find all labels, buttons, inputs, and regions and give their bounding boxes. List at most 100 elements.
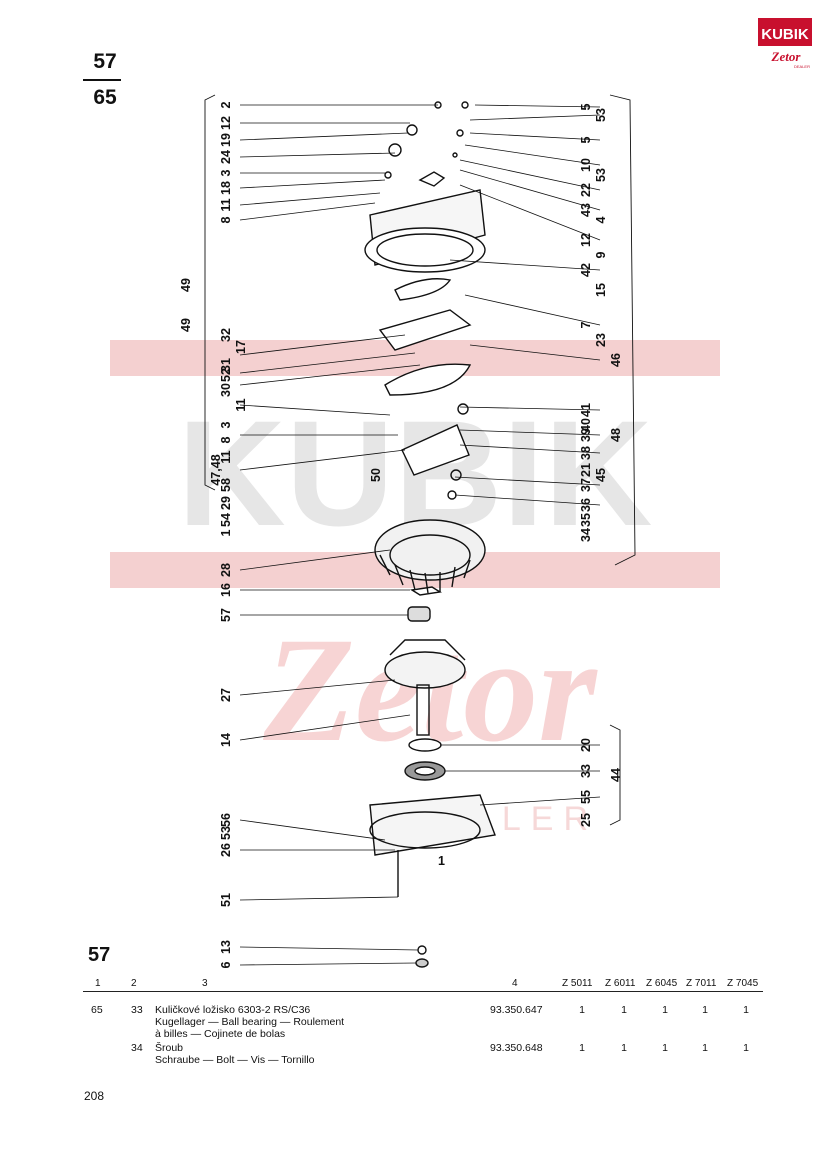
logo-brand: Zetor — [771, 49, 802, 64]
callout-label: 1 — [438, 854, 445, 868]
callout-left-5: 18 — [219, 181, 233, 195]
row1-part-number: 93.350.647 — [490, 1004, 543, 1016]
row1-qty-z7045: 1 — [743, 1004, 749, 1016]
callout-left-18: 58 — [219, 478, 233, 492]
fraction-divider — [83, 79, 121, 81]
callout-right-2: 5 — [579, 136, 593, 143]
row1-description-line1: Kuličkové ložisko 6303-2 RS/C36 — [155, 1004, 311, 1016]
row2-part-number: 93.350.648 — [490, 1042, 543, 1054]
callout-right-7: 4 — [594, 216, 608, 223]
callout-right-15: 41 — [579, 403, 593, 417]
callout-left-26: 16 — [219, 583, 233, 597]
callout-right-4: 53 — [594, 168, 608, 182]
callout-left-28: 27 — [219, 688, 233, 702]
col-header-1: 1 — [95, 978, 101, 989]
callout-right-3: 10 — [579, 158, 593, 172]
row2-description-line2: Schraube — Bolt — Vis — Tornillo — [155, 1054, 315, 1066]
row1-qty-z6011: 1 — [621, 1004, 627, 1016]
callout-left-35: 6 — [219, 961, 233, 968]
callout-left-29: 14 — [219, 733, 233, 747]
callout-right-25: 34 — [579, 528, 593, 542]
callout-right-13: 23 — [594, 333, 608, 347]
callout-left-2: 19 — [219, 133, 233, 147]
row2-qty-z6045: 1 — [662, 1042, 668, 1054]
callout-right-1: 53 — [594, 108, 608, 122]
callout-right-24: 35 — [579, 513, 593, 527]
logo-word: KUBIK — [761, 26, 809, 43]
callout-left-12: 30 — [219, 383, 233, 397]
kubik-zetor-logo: KUBIK Zetor DEALER — [756, 14, 814, 70]
callout-right-29: 25 — [579, 813, 593, 827]
col-header-z5011: Z 5011 — [562, 978, 593, 989]
section-fraction-top: 57 — [93, 50, 117, 73]
callout-right-10: 42 — [579, 263, 593, 277]
callout-left-4: 3 — [219, 169, 233, 176]
callout-right-27: 33 — [579, 764, 593, 778]
callout-left-34: 13 — [219, 940, 233, 954]
callout-right-23: 36 — [579, 498, 593, 512]
callout-right-28: 55 — [579, 790, 593, 804]
callout-left-24: 50 — [369, 468, 383, 482]
callout-right-18: 38 — [579, 446, 593, 460]
row2-qty-z7011: 1 — [702, 1042, 708, 1054]
callout-left-31: 53 — [219, 826, 233, 840]
row1-description-line3: à billes — Cojinete de bolas — [155, 1028, 286, 1040]
callout-left-13: 11 — [234, 398, 248, 411]
callout-left-32: 26 — [219, 843, 233, 857]
row1-col1: 65 — [91, 1004, 103, 1016]
callout-left-15: 8 — [219, 436, 233, 443]
callout-right-19: 21 — [579, 463, 593, 477]
callout-right-11: 15 — [594, 283, 608, 297]
callout-right-16: 40 — [579, 418, 593, 432]
row1-qty-z5011: 1 — [579, 1004, 585, 1016]
col-header-z7011: Z 7011 — [686, 978, 717, 989]
callout-left-14: 3 — [219, 421, 233, 428]
callout-left-17: 47,48 — [209, 454, 223, 485]
row1-description-line2: Kugellager — Ball bearing — Roulement — [155, 1016, 345, 1028]
callout-left-23: 49 — [180, 318, 193, 332]
callout-left-9: 17 — [234, 340, 248, 354]
callout-left-7: 8 — [219, 216, 233, 223]
callout-left-10: 31 — [219, 358, 233, 372]
callout-left-1: 12 — [219, 116, 233, 130]
section-fraction-bottom: 65 — [93, 86, 117, 109]
col-header-z7045: Z 7045 — [727, 978, 759, 989]
callout-left-21: 1 — [219, 529, 233, 536]
callout-right-8: 12 — [579, 233, 593, 247]
row2-description-line1: Šroub — [155, 1042, 184, 1054]
row1-col2: 33 — [131, 1004, 143, 1016]
callout-right-26: 20 — [579, 738, 593, 752]
callout-right-14: 46 — [609, 353, 623, 367]
page-number: 208 — [84, 1089, 105, 1103]
callout-left-27: 57 — [219, 608, 233, 622]
callout-labels-left: 2121924318118321731523011381147,48582954… — [180, 101, 383, 968]
col-header-2: 2 — [131, 978, 137, 989]
callout-right-0: 5 — [579, 103, 593, 110]
callout-left-19: 29 — [219, 496, 233, 510]
table-header-rule — [83, 991, 763, 992]
callout-right-22: 37 — [579, 478, 593, 492]
callout-right-9: 9 — [594, 251, 608, 258]
row2-qty-z7045: 1 — [743, 1042, 749, 1054]
row1-qty-z7011: 1 — [702, 1004, 708, 1016]
row1-qty-z6045: 1 — [662, 1004, 668, 1016]
callout-right-12: 7 — [579, 321, 593, 328]
callout-left-3: 24 — [219, 150, 233, 164]
callout-right-30: 44 — [609, 768, 623, 782]
callout-left-25: 28 — [219, 563, 233, 577]
callout-left-0: 2 — [219, 101, 233, 108]
col-header-z6045: Z 6045 — [646, 978, 678, 989]
callout-left-6: 11 — [219, 198, 233, 211]
callout-left-22: 49 — [180, 278, 193, 292]
col-header-z6011: Z 6011 — [605, 978, 636, 989]
section-number: 57 — [88, 944, 111, 966]
callout-left-11: 52 — [219, 368, 233, 382]
callout-left-16: 11 — [219, 450, 233, 463]
col-header-3: 3 — [202, 978, 208, 989]
callout-left-20: 54 — [219, 513, 233, 527]
callout-right-5: 22 — [579, 183, 593, 197]
row2-col2: 34 — [131, 1042, 143, 1054]
callout-left-30: 56 — [219, 813, 233, 827]
row2-qty-z5011: 1 — [579, 1042, 585, 1054]
